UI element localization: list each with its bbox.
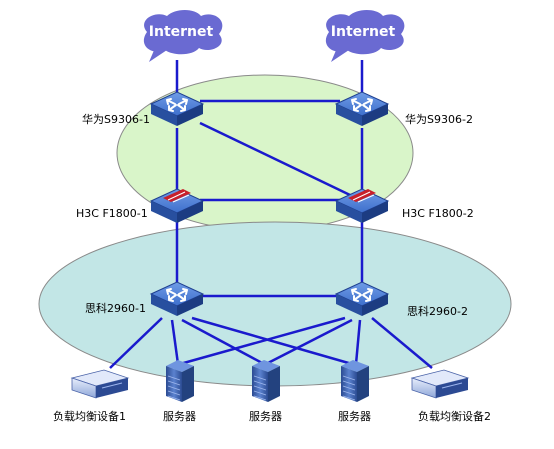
server2-label: 服务器 — [249, 410, 282, 423]
link-acc1-srv3 — [191, 316, 353, 366]
internet-cloud-1 — [143, 10, 223, 62]
internet-label-2: Internet — [330, 24, 396, 40]
link-core1-fw2 — [199, 121, 351, 197]
core1-label: 华为S9306-1 — [82, 113, 150, 126]
switch-icon — [149, 281, 205, 316]
link-acc2-lb2 — [371, 317, 433, 369]
acc1-label: 思科2960-1 — [85, 302, 146, 315]
router-icon — [149, 91, 205, 126]
link-acc1-srv2 — [181, 318, 265, 366]
lb1-label: 负载均衡设备1 — [53, 410, 126, 423]
link-acc1-srv1 — [170, 319, 180, 365]
server-icon — [166, 360, 194, 402]
internet-cloud-2 — [325, 10, 405, 62]
link-acc2-srv3 — [354, 319, 362, 365]
switch-icon — [334, 281, 390, 316]
server-icon — [341, 360, 369, 402]
server3-label: 服务器 — [338, 410, 371, 423]
server1-label: 服务器 — [163, 410, 196, 423]
acc2-label: 思科2960-2 — [407, 305, 468, 318]
links — [109, 60, 433, 369]
core2-label: 华为S9306-2 — [405, 113, 473, 126]
load-balancer-icon — [70, 369, 130, 399]
firewall-icon — [334, 188, 390, 223]
lb2-label: 负载均衡设备2 — [418, 410, 491, 423]
link-acc1-lb1 — [109, 317, 163, 369]
server-icon — [252, 360, 280, 402]
load-balancer-icon — [410, 369, 470, 399]
firewall-icon — [149, 188, 205, 223]
fw1-label: H3C F1800-1 — [76, 207, 148, 220]
internet-label-1: Internet — [148, 24, 214, 40]
link-acc2-srv1 — [179, 316, 346, 366]
fw2-label: H3C F1800-2 — [402, 207, 474, 220]
link-acc2-srv2 — [265, 318, 353, 366]
router-icon — [334, 91, 390, 126]
